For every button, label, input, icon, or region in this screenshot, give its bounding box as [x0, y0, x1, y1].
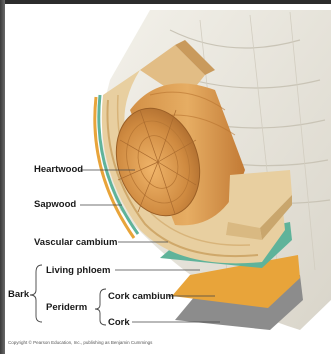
label-periderm: Periderm	[46, 303, 87, 313]
label-cork: Cork	[108, 318, 130, 328]
label-vascular-cambium: Vascular cambium	[34, 238, 117, 248]
copyright-text: Copyright © Pearson Education, Inc., pub…	[8, 340, 152, 345]
label-heartwood: Heartwood	[34, 165, 83, 175]
label-living-phloem: Living phloem	[46, 266, 110, 276]
label-bark: Bark	[8, 290, 29, 300]
label-cork-cambium: Cork cambium	[108, 292, 174, 302]
label-sapwood: Sapwood	[34, 200, 76, 210]
